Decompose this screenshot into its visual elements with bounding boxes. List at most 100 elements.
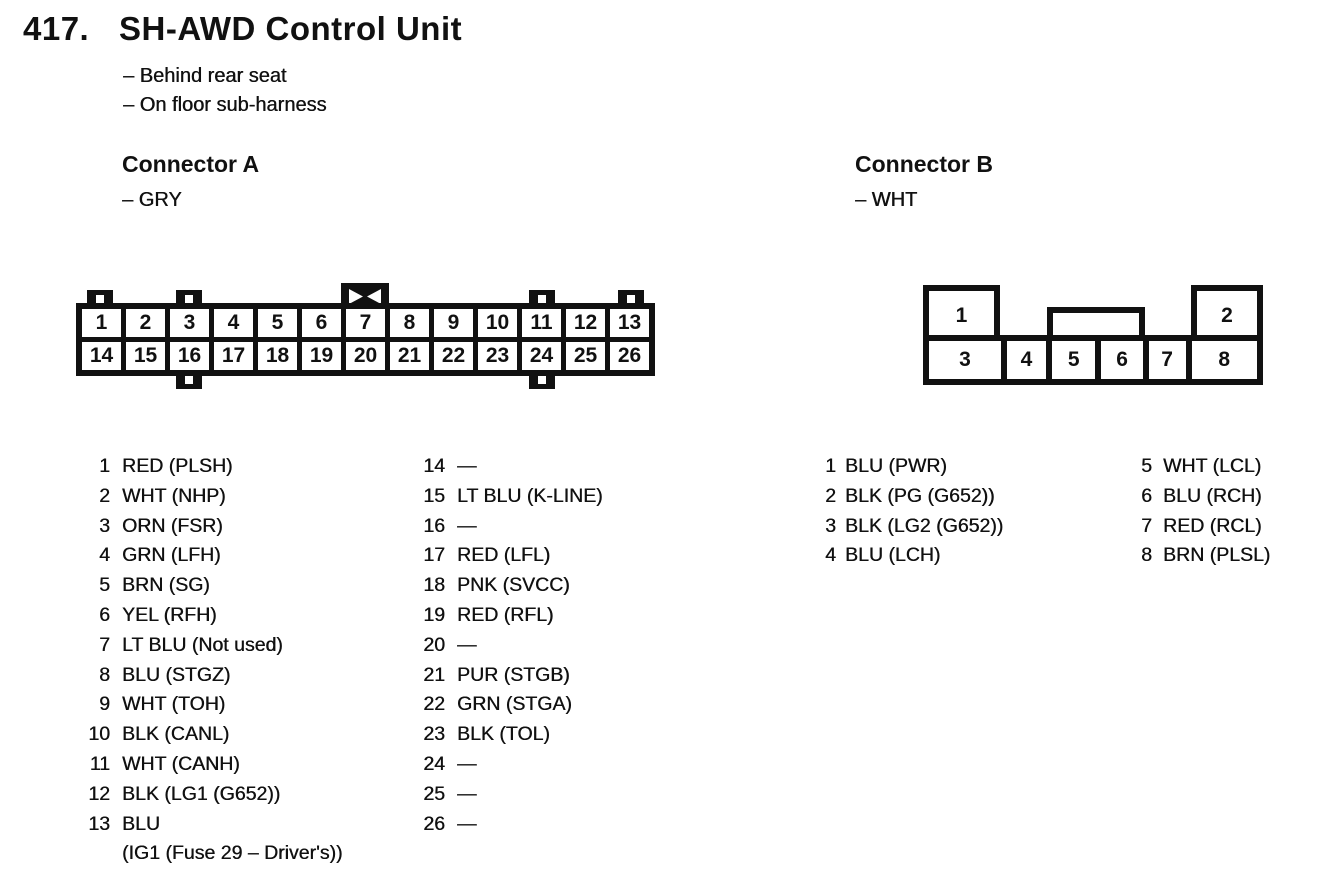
pin-row: 1 BLU (PWR)	[819, 452, 1003, 482]
pin-cell: 23	[473, 337, 522, 376]
connector-a-title: Connector A	[122, 151, 260, 177]
pin-cell: 7	[1142, 335, 1192, 385]
pin-cell: 6	[297, 303, 346, 342]
pin-row: 16—	[415, 512, 603, 542]
pin-number: 3	[825, 514, 836, 537]
pin-row: 2 WHT (NHP)	[80, 482, 342, 512]
pin-label: BLU (PWR)	[845, 455, 947, 477]
page-title: 417. SH-AWD Control Unit	[23, 10, 462, 48]
pin-number: 12	[88, 782, 110, 805]
pin-cell: 2	[121, 303, 170, 342]
pin-row: 21 PUR (STGB)	[415, 661, 603, 691]
pin-row: 18 PNK (SVCC)	[415, 571, 603, 601]
pin-row: 6 BLU (RCH)	[1139, 482, 1270, 512]
pin-number: 22	[423, 693, 445, 716]
pin-label: RED (LFL)	[457, 544, 551, 567]
pin-number: 2	[99, 484, 110, 507]
pin-row: 26 —	[415, 810, 603, 840]
pin-number: 5	[1141, 455, 1152, 477]
pin-row: 14 —	[415, 452, 603, 482]
pin-number: 18	[423, 574, 445, 597]
pin-row: 25—	[415, 780, 603, 810]
pin-label: —	[457, 812, 477, 835]
pin-cell: 2	[1191, 285, 1263, 347]
pin-label: BLK (CANL)	[122, 723, 230, 746]
pin-number: 25	[423, 782, 445, 805]
pin-label: RED (RCL)	[1163, 514, 1262, 537]
pin-label: BLK (LG1 (G652))	[122, 782, 281, 805]
pin-number: 8	[1141, 544, 1152, 567]
pin-number: 7	[1141, 514, 1152, 537]
section-number: 417.	[23, 10, 90, 47]
pin-label: WHT (NHP)	[122, 484, 226, 507]
pin-cell: 3	[165, 303, 214, 342]
connector-b-color-note: – WHT	[855, 189, 918, 211]
pin-number: 1	[99, 455, 110, 477]
pin-label: BLU (LCH)	[845, 544, 941, 567]
pin-label: BLU (RCH)	[1163, 484, 1262, 507]
pin-number: 21	[423, 663, 445, 686]
pin-number: 14	[423, 455, 445, 477]
pin-row: 17 RED (LFL)	[415, 541, 603, 571]
pin-number: 3	[99, 514, 110, 537]
pin-cell: 21	[385, 337, 434, 376]
pin-row: 2 BLK (PG (G652))	[819, 482, 1003, 512]
pin-row: 7 RED (RCL)	[1139, 512, 1270, 542]
pin-cell: 8	[385, 303, 434, 342]
pin-label: —	[457, 455, 477, 477]
pin-cell: 13	[605, 303, 655, 342]
pin-number: 17	[423, 544, 445, 567]
pin-number: 6	[1141, 484, 1152, 507]
pin-number: 16	[423, 514, 445, 537]
pin-label: WHT (CANH)	[122, 752, 240, 775]
note-line: – On floor sub-harness	[123, 94, 327, 116]
pin-cell: 10	[473, 303, 522, 342]
connector-a-color-note: – GRY	[122, 189, 182, 211]
pin-row: 3 BLK (LG2 (G652))	[819, 512, 1003, 542]
pin-label: GRN (STGA)	[457, 693, 572, 716]
pin-number: 1	[825, 455, 836, 477]
pin-cell: 14	[76, 337, 126, 376]
pin-number: 7	[99, 633, 110, 656]
section-title: SH-AWD Control Unit	[119, 10, 463, 47]
pin-number: 26	[423, 812, 445, 835]
pin-label: BLU	[122, 812, 160, 835]
pin-label: BLK (PG (G652))	[845, 484, 995, 507]
pin-label: GRN (LFH)	[122, 544, 221, 567]
pin-row: 12 BLK (LG1 (G652))	[80, 780, 342, 810]
pin-row: 22 GRN (STGA)	[415, 690, 603, 720]
pin-label: RED (PLSH)	[122, 455, 233, 477]
pin-cell: 11	[517, 303, 566, 342]
pin-cell: 15	[121, 337, 170, 376]
pin-cell: 4	[209, 303, 258, 342]
pin-label: BLK (LG2 (G652))	[845, 514, 1004, 537]
pin-label: PUR (STGB)	[457, 663, 570, 686]
pin-cell: 8	[1185, 335, 1264, 385]
pin-cell: 4	[1000, 335, 1053, 385]
pin-label: WHT (LCL)	[1163, 455, 1262, 477]
pin-number: 19	[423, 603, 445, 626]
pin-cell: 25	[561, 337, 610, 376]
pin-cell: 20	[341, 337, 390, 376]
pin-label: YEL (RFH)	[122, 603, 217, 626]
pin-number: 13	[88, 812, 110, 835]
pin-label: PNK (SVCC)	[457, 574, 570, 597]
pin-row: 5 WHT (LCL)	[1139, 452, 1270, 482]
pin-number: 5	[99, 574, 110, 597]
pin-number: 2	[825, 484, 836, 507]
pin-label: —	[457, 633, 477, 656]
connector-b-pin-list-left: 1 BLU (PWR) 2 BLK (PG (G652)) 3 BLK (LG2 (G65…	[819, 452, 1003, 571]
